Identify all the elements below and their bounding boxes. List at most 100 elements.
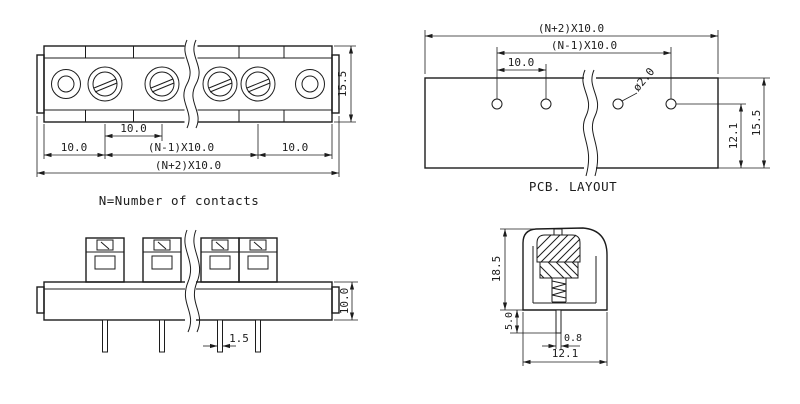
- screw-terminal-inner: [207, 71, 233, 97]
- screw-terminal: [202, 66, 238, 102]
- pcb-hole: [540, 98, 552, 110]
- side-break-mask: [185, 240, 196, 328]
- solder-pin: [255, 319, 261, 353]
- break-line: [184, 229, 192, 333]
- front-dim-height: 15.5: [336, 71, 349, 98]
- side-dim-pin-width: 1.5: [229, 332, 249, 345]
- section-body: [522, 227, 608, 311]
- section-dimension-lines: [500, 228, 608, 366]
- front-dim-pitch-first: 10.0: [120, 122, 147, 135]
- solder-pin: [159, 319, 165, 353]
- pcb-hole: [665, 98, 677, 110]
- pcb-dim-pitch: 10.0: [508, 56, 535, 69]
- tower-screw-head: [153, 239, 171, 251]
- pcb-caption: PCB. LAYOUT: [529, 179, 617, 194]
- mounting-hole: [51, 69, 81, 99]
- front-dim-total: (N+2)X10.0: [155, 159, 221, 172]
- tower-clamp: [94, 255, 116, 270]
- side-view: 10.0 1.5: [36, 229, 358, 353]
- screw-slot: [151, 82, 175, 93]
- hatch-line: [539, 265, 553, 279]
- clamp-outline: [539, 261, 579, 279]
- hatch-line: [539, 273, 545, 279]
- section-dim-pin-thickness: 0.8: [564, 333, 582, 344]
- tower-clamp: [209, 255, 231, 270]
- hatch-line: [563, 261, 579, 277]
- pcb-dim-hole-diameter: ø2.0: [630, 65, 657, 94]
- tower-screw-slot: [100, 241, 110, 250]
- section-screw-shaft: [551, 278, 567, 303]
- break-line: [582, 69, 590, 177]
- screw-slot: [208, 78, 232, 89]
- pcb-dim-height: 15.5: [750, 110, 763, 137]
- screw-terminal-inner: [92, 71, 118, 97]
- tower: [238, 237, 278, 283]
- section-screw-head: [536, 228, 581, 263]
- tower-screw-head: [249, 239, 267, 251]
- front-screw-terminals: [87, 66, 276, 102]
- tower-clamp: [151, 255, 173, 270]
- shaft-threads: [551, 280, 567, 299]
- tower-screw-slot: [215, 241, 225, 250]
- tower: [85, 237, 125, 283]
- mounting-hole: [295, 69, 325, 99]
- tower-screw-head: [211, 239, 229, 251]
- break-line: [591, 69, 599, 177]
- front-dim-left: 10.0: [61, 141, 88, 154]
- front-view: 10.0 10.0 (N-1)X10.0 10.0 (N+2)X10.0 15.…: [36, 39, 356, 208]
- screw-terminal-inner: [149, 71, 175, 97]
- screw-slot: [209, 82, 233, 93]
- front-dimension-lines: [36, 45, 356, 177]
- break-line: [183, 39, 191, 129]
- pcb-hole: [612, 98, 624, 110]
- pcb-break-mask: [584, 74, 596, 172]
- section-dim-height: 18.5: [490, 256, 503, 283]
- front-dim-right: 10.0: [282, 141, 309, 154]
- side-dim-body-height: 10.0: [338, 288, 351, 315]
- front-dim-span: (N-1)X10.0: [148, 141, 214, 154]
- solder-pin: [217, 319, 223, 353]
- pcb-dim-hole-offset: 12.1: [727, 123, 740, 150]
- section-view: 18.5 5.0 0.8 12.1: [490, 227, 608, 366]
- screw-terminal: [144, 66, 180, 102]
- front-right-flange: [331, 54, 340, 114]
- hatch-line: [547, 261, 565, 279]
- screw-slot-notch: [553, 228, 563, 236]
- hatch-line: [536, 234, 561, 259]
- screw-terminal-inner: [245, 71, 271, 97]
- break-line: [193, 229, 201, 333]
- tower-clamp: [247, 255, 269, 270]
- mounting-hole-inner: [57, 75, 75, 93]
- hatch-line: [548, 234, 577, 263]
- tower: [142, 237, 182, 283]
- screw-slot: [94, 82, 118, 93]
- pcb-layout-view: ø2.0 (N+2)X10.0 (N-1)X10.0 10.0 12.1 15.…: [424, 22, 770, 194]
- screw-head-outline: [536, 234, 581, 263]
- hatch-line: [564, 246, 581, 263]
- front-break-lines: [183, 39, 200, 129]
- front-mounting-holes: [51, 69, 325, 99]
- solder-pin: [102, 319, 108, 353]
- tower-screw-slot: [157, 241, 167, 250]
- hatch-line: [556, 238, 581, 263]
- section-dim-depth: 12.1: [552, 347, 579, 360]
- screw-slot: [150, 78, 174, 89]
- side-dimension-lines: [203, 281, 358, 349]
- hatch-line: [540, 234, 569, 263]
- side-terminal-towers: [85, 237, 278, 283]
- pcb-dim-total: (N+2)X10.0: [538, 22, 604, 35]
- section-inner-walls: [532, 246, 597, 304]
- break-line: [192, 39, 200, 129]
- screw-terminal: [87, 66, 123, 102]
- tower-screw-head: [96, 239, 114, 251]
- pcb-dimension-lines: [424, 30, 770, 169]
- hatch-line: [571, 261, 579, 269]
- pcb-break-lines: [582, 69, 599, 177]
- pcb-hole: [491, 98, 503, 110]
- side-pins: [102, 319, 261, 353]
- screw-slot: [93, 78, 117, 89]
- mounting-hole-inner: [301, 75, 319, 93]
- pcb-board: [424, 77, 719, 169]
